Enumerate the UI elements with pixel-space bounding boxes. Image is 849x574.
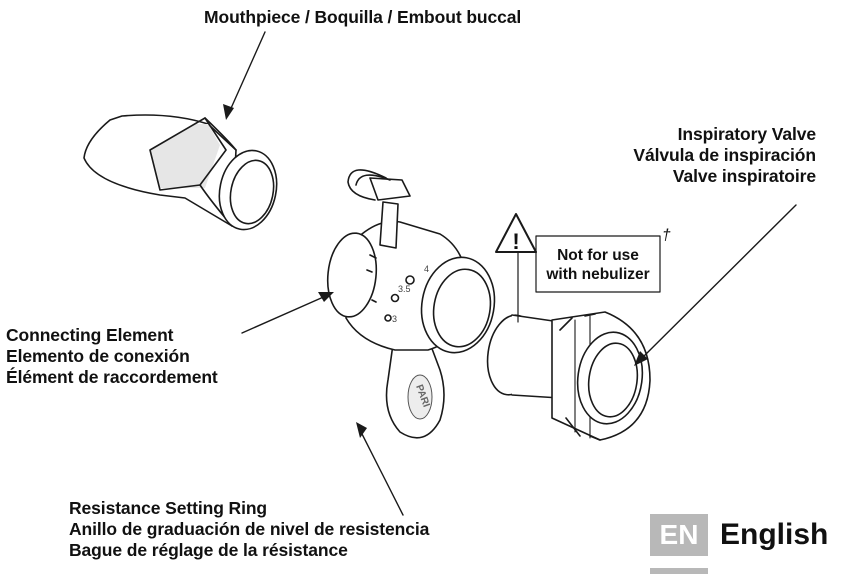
language-badge-bar xyxy=(650,568,708,574)
warning-sign xyxy=(495,213,661,323)
mouthpiece-label: Mouthpiece / Boquilla / Embout buccal xyxy=(204,7,521,28)
mouthpiece-part xyxy=(83,114,278,231)
inspiratory-valve-es: Válvula de inspiración xyxy=(633,145,816,165)
mouthpiece-label-line-1: Mouthpiece / Boquilla / Embout buccal xyxy=(204,7,522,27)
connecting-element-label: Connecting Element Elemento de conexión … xyxy=(6,325,218,388)
resistance-ring-es: Anillo de graduación de nivel de resiste… xyxy=(69,519,430,539)
resistance-ring-fr: Bague de réglage de la résistance xyxy=(69,540,348,560)
ring-marking-3-5: 3.5 xyxy=(398,284,411,294)
language-code: EN xyxy=(650,514,708,556)
leader-lines xyxy=(227,31,797,516)
ring-marking-3: 3 xyxy=(392,314,397,324)
warning-text: Not for use with nebulizer xyxy=(538,246,658,284)
connecting-element-es: Elemento de conexión xyxy=(6,346,190,366)
resistance-ring-en: Resistance Setting Ring xyxy=(69,498,268,518)
warning-footnote-mark: † xyxy=(662,227,671,244)
language-badge: EN English xyxy=(650,514,828,556)
connecting-element-part xyxy=(326,169,496,354)
inspiratory-valve-fr: Valve inspiratoire xyxy=(672,166,816,186)
resistance-ring-label: Resistance Setting Ring Anillo de gradua… xyxy=(69,498,429,561)
resistance-ring-part xyxy=(385,329,445,439)
inspiratory-valve-part xyxy=(486,311,651,441)
ring-marking-4: 4 xyxy=(424,264,429,274)
language-name: English xyxy=(720,518,829,551)
warning-exclamation: ! xyxy=(512,229,519,254)
connecting-element-fr: Élément de raccordement xyxy=(6,367,218,387)
connecting-element-en: Connecting Element xyxy=(6,325,174,345)
warning-line-1: Not for use xyxy=(557,247,639,264)
inspiratory-valve-label: Inspiratory Valve Válvula de inspiración… xyxy=(633,124,816,187)
inspiratory-valve-en: Inspiratory Valve xyxy=(677,124,816,144)
warning-line-2: with nebulizer xyxy=(546,266,650,283)
